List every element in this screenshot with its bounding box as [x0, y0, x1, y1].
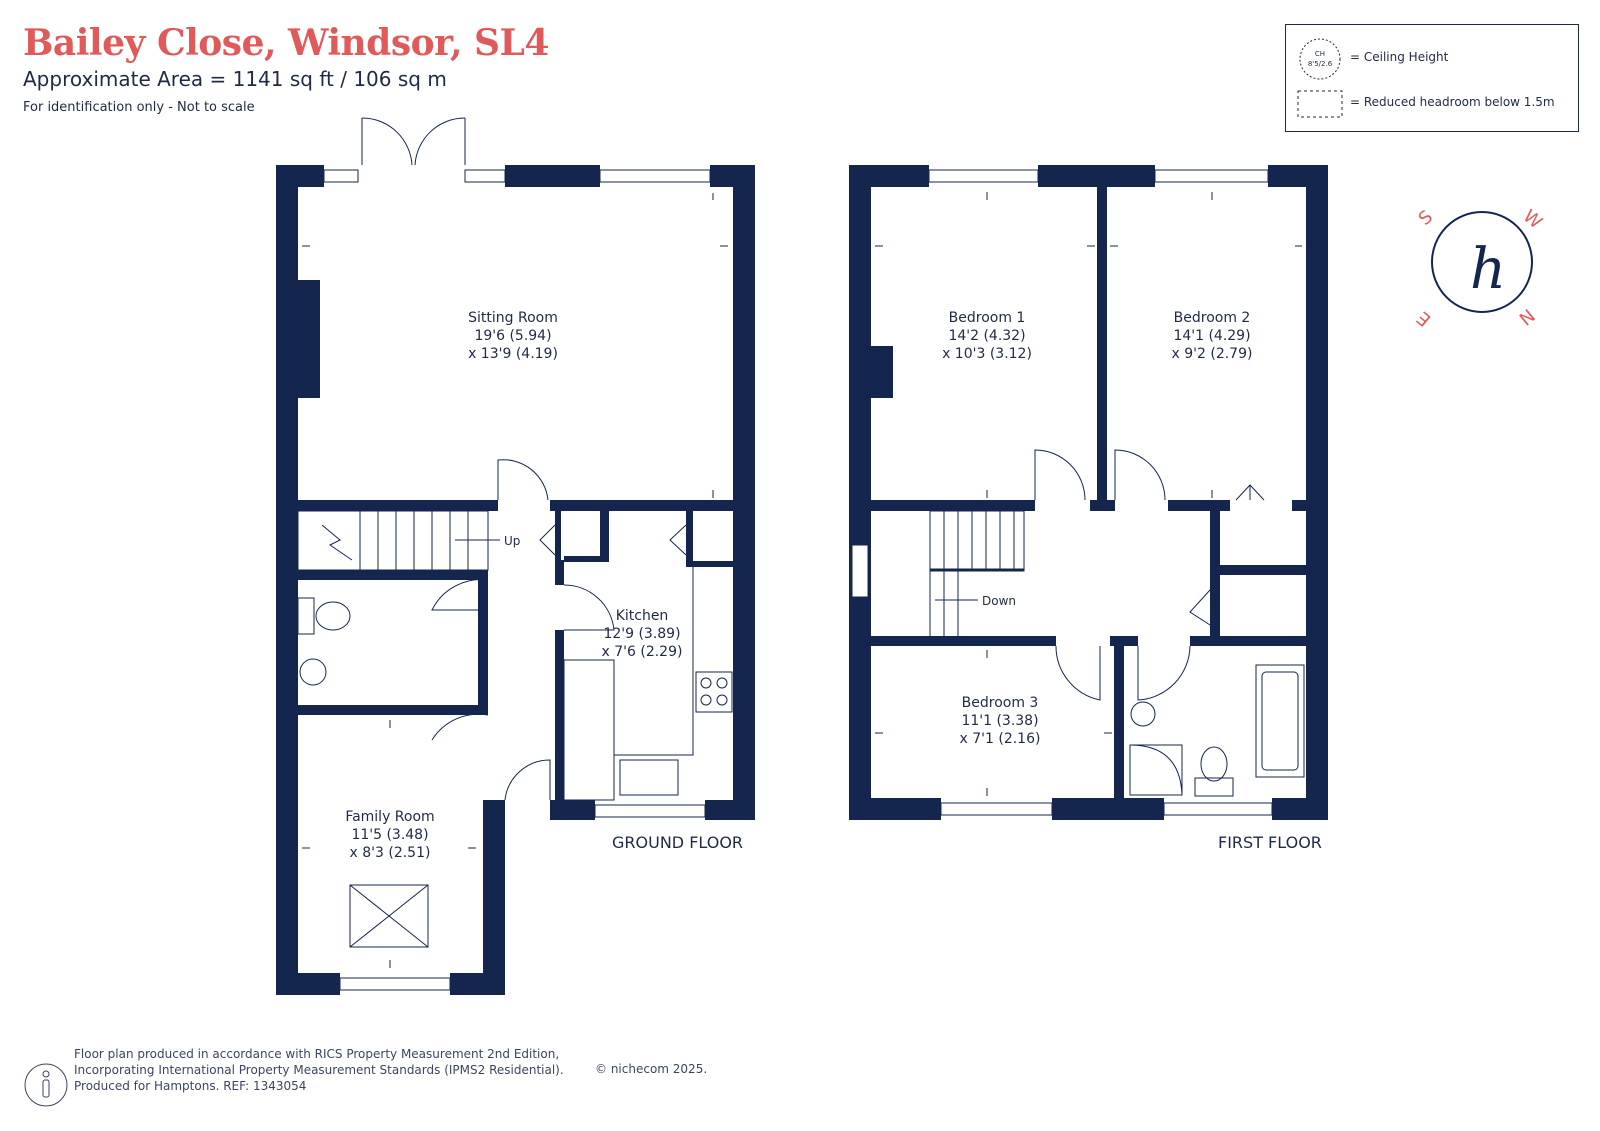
- copyright: © nichecom 2025.: [595, 1062, 708, 1076]
- footer-text: Floor plan produced in accordance with R…: [74, 1046, 564, 1094]
- family-room-dim2: x 8'3 (2.51): [350, 845, 431, 861]
- ceiling-symbol-bottom: 8'5/2.6: [1308, 60, 1333, 68]
- reduced-headroom-icon: [1297, 90, 1343, 118]
- ground-floor-label: GROUND FLOOR: [612, 833, 743, 852]
- info-icon: [24, 1063, 68, 1107]
- footer-line-3: Produced for Hamptons. REF: 1343054: [74, 1079, 307, 1093]
- footer-line-1: Floor plan produced in accordance with R…: [74, 1047, 560, 1061]
- first-floor-fixtures: [875, 192, 1305, 797]
- bedroom-2-dim2: x 9'2 (2.79): [1172, 346, 1253, 362]
- family-room-dim1: 11'5 (3.48): [351, 827, 428, 843]
- compass-letter-w: W: [1519, 206, 1546, 234]
- ground-floor-plan: [276, 165, 755, 995]
- bedroom-2-dim1: 14'1 (4.29): [1173, 328, 1250, 344]
- sitting-room-dim2: x 13'9 (4.19): [468, 346, 558, 362]
- bedroom-2-name: Bedroom 2: [1174, 310, 1251, 326]
- compass-letter-s: S: [1415, 206, 1437, 229]
- ground-floor-fixtures: [297, 117, 733, 968]
- identification-note: For identification only - Not to scale: [23, 100, 255, 115]
- reduced-headroom-label: = Reduced headroom below 1.5m: [1350, 95, 1555, 109]
- bedroom-1-dim2: x 10'3 (3.12): [942, 346, 1032, 362]
- compass-icon: h S W E N: [1413, 206, 1546, 331]
- ground-stairs-label: Up: [504, 534, 520, 548]
- footer-line-2: Incorporating International Property Mea…: [74, 1063, 564, 1077]
- bedroom-3-dim2: x 7'1 (2.16): [960, 731, 1041, 747]
- bedroom-1-dim1: 14'2 (4.32): [948, 328, 1025, 344]
- compass-letter-e: E: [1413, 307, 1435, 330]
- ceiling-symbol-top: CH: [1315, 50, 1325, 58]
- family-room-name: Family Room: [345, 809, 434, 825]
- ceiling-height-icon: CH 8'5/2.6: [1299, 38, 1341, 80]
- bedroom-1-name: Bedroom 1: [949, 310, 1026, 326]
- first-stairs-label: Down: [982, 594, 1016, 608]
- bedroom-3-name: Bedroom 3: [962, 695, 1039, 711]
- first-floor-label: FIRST FLOOR: [1218, 833, 1322, 852]
- sitting-room-name: Sitting Room: [468, 310, 558, 326]
- approximate-area: Approximate Area = 1141 sq ft / 106 sq m: [23, 67, 447, 91]
- compass-logo: h: [1470, 237, 1506, 302]
- ceiling-height-label: = Ceiling Height: [1350, 50, 1449, 64]
- first-floor-plan: [849, 165, 1328, 820]
- compass-letter-n: N: [1514, 304, 1538, 329]
- kitchen-name: Kitchen: [616, 608, 669, 624]
- kitchen-dim2: x 7'6 (2.29): [602, 644, 683, 660]
- legend-box: CH 8'5/2.6 = Ceiling Height = Reduced he…: [1285, 24, 1579, 132]
- sitting-room-dim1: 19'6 (5.94): [474, 328, 551, 344]
- page-title: Bailey Close, Windsor, SL4: [23, 22, 549, 64]
- bedroom-3-dim1: 11'1 (3.38): [961, 713, 1038, 729]
- kitchen-dim1: 12'9 (3.89): [603, 626, 680, 642]
